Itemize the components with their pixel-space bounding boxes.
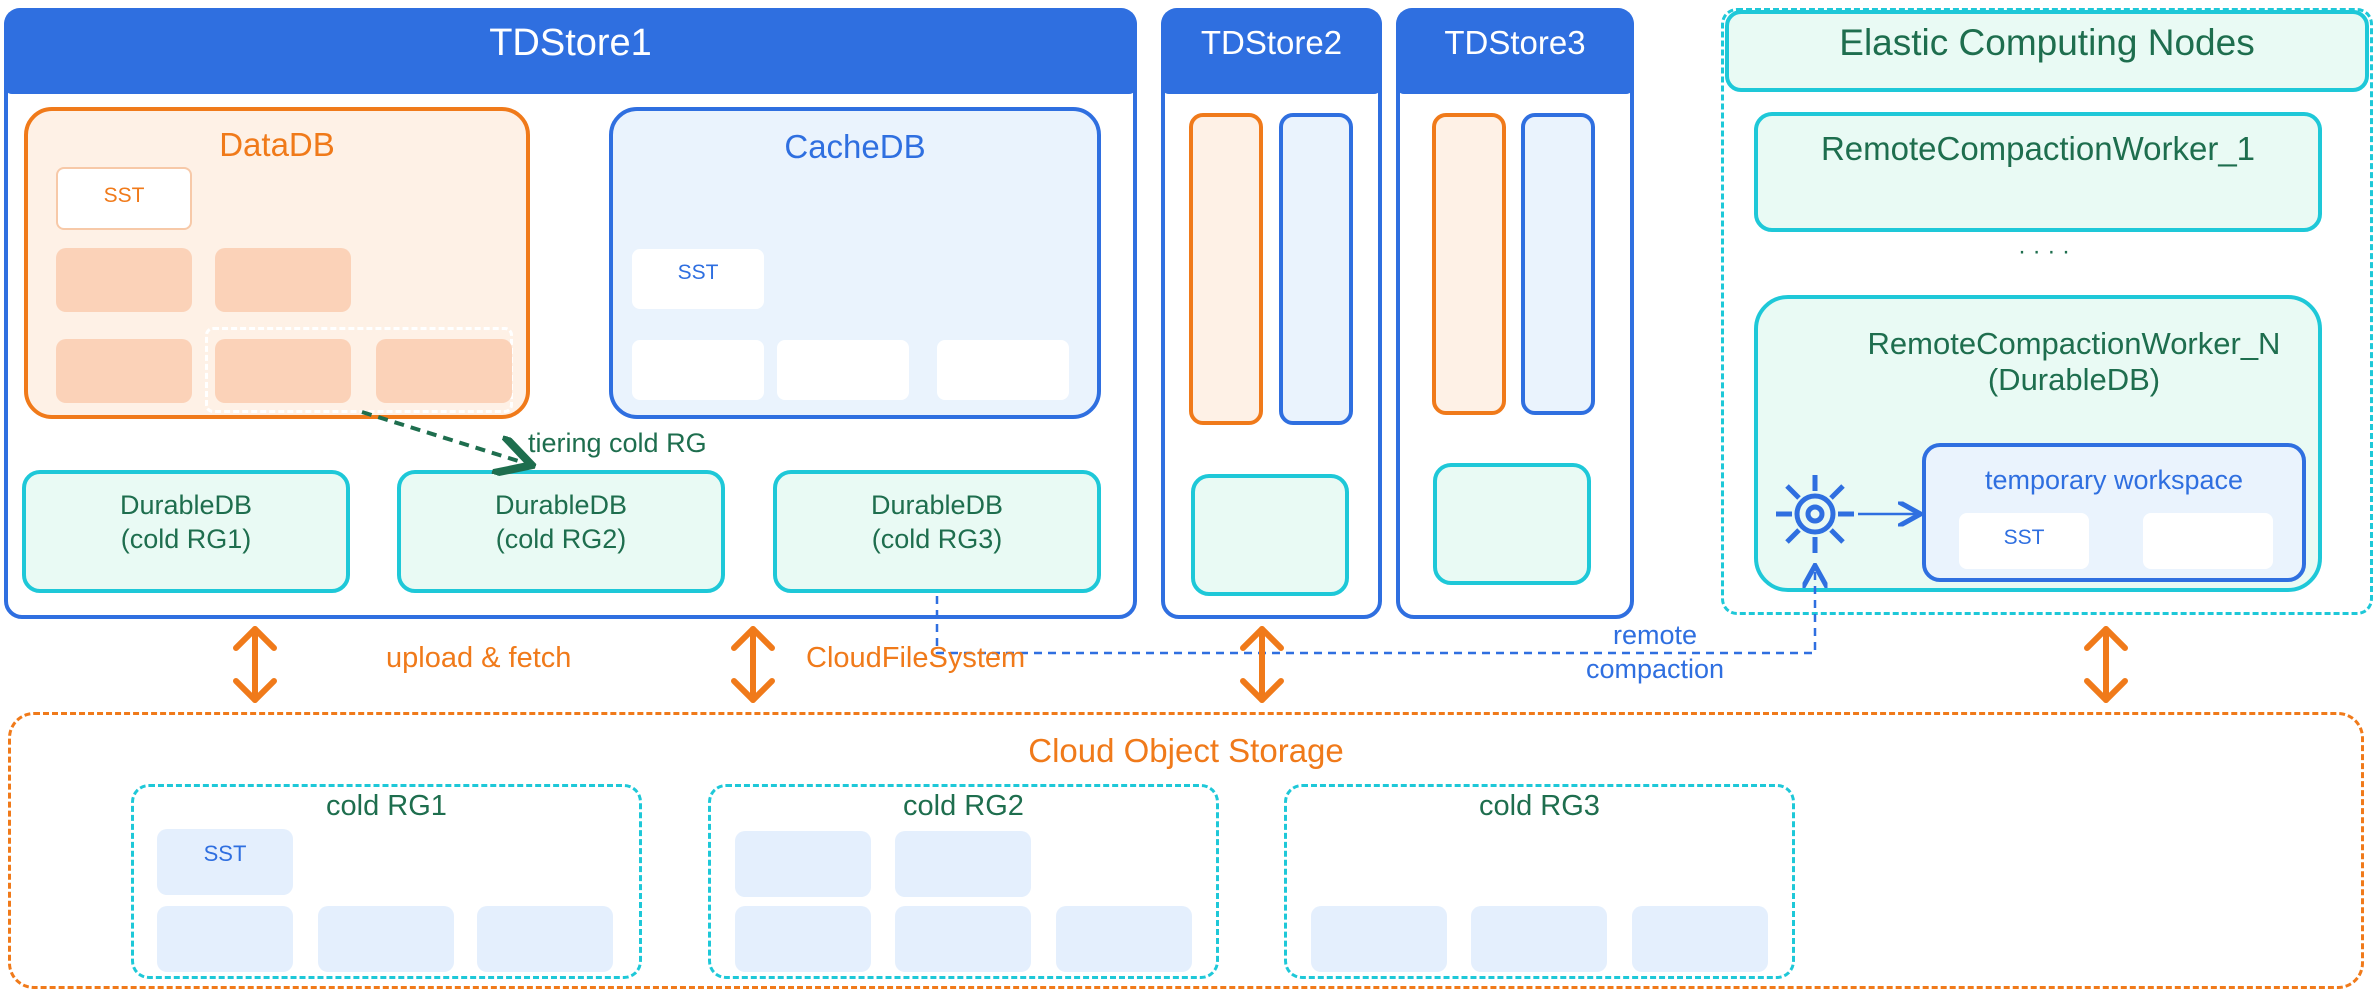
tdstore3-durabledb: [1433, 463, 1591, 585]
workspace-block: [2143, 513, 2273, 569]
tdstore1-title: TDStore1: [489, 22, 652, 64]
storage-cold-rg2: [708, 784, 1219, 979]
tdstore2-title: TDStore2: [1200, 24, 1343, 61]
storage-block: [1632, 906, 1768, 972]
cachedb-block: [777, 340, 909, 400]
storage-sst-label: SST: [203, 841, 247, 866]
storage-cold-rg1: [131, 784, 642, 979]
cachedb-sst-label: SST: [677, 261, 719, 284]
elastic-nodes-header: Elastic Computing Nodes: [1725, 10, 2369, 92]
bidirectional-arrow-icon: [731, 626, 775, 703]
bidirectional-arrow-icon: [233, 626, 277, 703]
storage-sst-block: SST: [157, 829, 293, 895]
tdstore3-cachedb: [1521, 113, 1595, 415]
remote-compaction-worker-1: RemoteCompactionWorker_1: [1754, 112, 2322, 232]
datadb-block: [56, 339, 192, 403]
tdstore2-header: TDStore2: [1161, 8, 1382, 94]
remote-compaction-label: remote: [1612, 620, 1698, 650]
datadb-block: [376, 339, 512, 403]
durabledb-label: (cold RG3): [871, 524, 1003, 554]
remote-compaction-path: [935, 568, 1815, 655]
upload-fetch-label: upload & fetch: [386, 642, 572, 674]
storage-cold-rg3-title: cold RG3: [1479, 790, 1600, 822]
durabledb-cold-rg1: [22, 470, 350, 593]
tiering-arrow: [361, 410, 528, 464]
tiering-label: tiering cold RG: [528, 428, 707, 458]
cloud-object-storage-title: Cloud Object Storage: [1028, 732, 1344, 769]
storage-block: [318, 906, 454, 972]
durabledb-label: (cold RG1): [120, 524, 252, 554]
storage-block: [895, 831, 1031, 897]
worker-n-label: (DurableDB): [1987, 362, 2161, 397]
durabledb-label: (cold RG2): [495, 524, 627, 554]
storage-block: [157, 906, 293, 972]
tdstore3-header: TDStore3: [1396, 8, 1634, 94]
tdstore2-durabledb: [1191, 474, 1349, 596]
datadb-block: [215, 339, 351, 403]
workspace-label: temporary workspace: [1984, 465, 2244, 495]
storage-block: [1471, 906, 1607, 972]
elastic-nodes-title: Elastic Computing Nodes: [1839, 22, 2255, 63]
durabledb-label: DurableDB: [494, 490, 628, 520]
datadb-title: DataDB: [219, 126, 335, 163]
bidirectional-arrow-icon: [2084, 626, 2128, 703]
storage-cold-rg1-title: cold RG1: [326, 790, 447, 822]
tdstore3-title: TDStore3: [1444, 24, 1586, 61]
durabledb-label: DurableDB: [119, 490, 253, 520]
storage-block: [1311, 906, 1447, 972]
bidirectional-arrow-icon: [1240, 626, 1284, 703]
durabledb-cold-rg2: [397, 470, 725, 593]
storage-block: [735, 831, 871, 897]
storage-block: [895, 906, 1031, 972]
datadb-sst-label: SST: [103, 184, 145, 207]
storage-cold-rg2-title: cold RG2: [903, 790, 1024, 822]
tdstore2-cachedb: [1279, 113, 1353, 425]
storage-cold-rg3: [1284, 784, 1795, 979]
storage-block: [1056, 906, 1192, 972]
worker-1-label: RemoteCompactionWorker_1: [1820, 130, 2256, 167]
datadb-block: [56, 248, 192, 312]
remote-compaction-label: compaction: [1585, 654, 1725, 684]
ellipsis: · · · ·: [2018, 238, 2070, 265]
durabledb-label: DurableDB: [870, 490, 1004, 520]
storage-block: [735, 906, 871, 972]
workspace-sst-label: SST: [2003, 526, 2045, 549]
durabledb-cold-rg3: [773, 470, 1101, 593]
datadb-sst-block: SST: [56, 167, 192, 230]
tdstore2-datadb: [1189, 113, 1263, 425]
tdstore1-header: TDStore1: [4, 8, 1137, 94]
cachedb-block: [632, 340, 764, 400]
tdstore3-datadb: [1432, 113, 1506, 415]
cachedb-sst-block: SST: [632, 249, 764, 309]
datadb-block: [215, 248, 351, 312]
storage-block: [477, 906, 613, 972]
gear-icon: [1776, 475, 1854, 553]
cloud-filesystem-label: CloudFileSystem: [806, 642, 1026, 674]
cloud-object-storage: [8, 712, 2364, 989]
workspace-sst-block: SST: [1959, 513, 2089, 569]
elastic-nodes-container: [1721, 8, 2373, 615]
worker-n-label: RemoteCompactionWorker_N: [1867, 326, 2281, 361]
cachedb-title: CacheDB: [784, 128, 926, 165]
cachedb-block: [937, 340, 1069, 400]
